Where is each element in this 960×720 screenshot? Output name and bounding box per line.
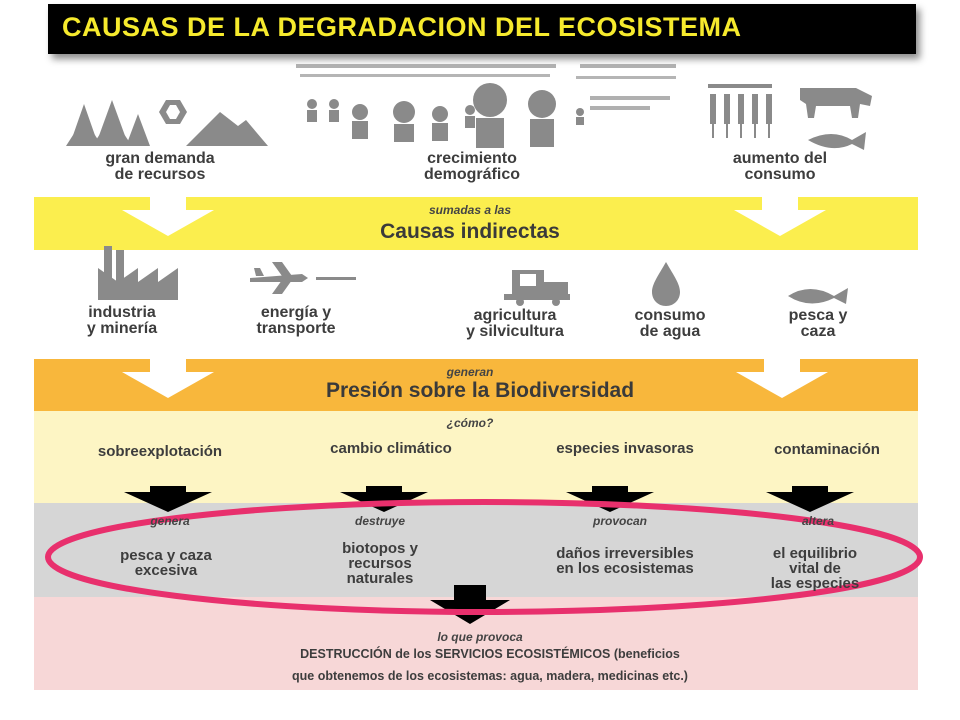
black-arrow-1 xyxy=(124,486,212,512)
band2-question: ¿cómo? xyxy=(446,416,494,430)
airplane-icon xyxy=(250,262,356,294)
white-arrow-left-2 xyxy=(122,358,214,398)
effect-verb-4: altera xyxy=(801,514,835,528)
highlight-ellipse xyxy=(45,499,923,615)
fish-icon xyxy=(788,288,848,304)
pressure-3: especies invasoras xyxy=(556,440,694,457)
wheat-ox-fish-icon xyxy=(708,84,872,150)
trees-hexagon-mountain-icon xyxy=(66,100,268,146)
pressure-2: cambio climático xyxy=(330,440,452,457)
black-arrow-3 xyxy=(566,486,654,512)
band1-small: sumadas a las xyxy=(428,203,512,217)
black-arrow-4 xyxy=(766,486,854,512)
effect-verb-1: genera xyxy=(150,514,190,528)
pressure-4: contaminación xyxy=(774,441,880,458)
page-title: CAUSAS DE LA DEGRADACION DEL ECOSISTEMA xyxy=(62,12,742,42)
bottom-line-1: DESTRUCCIÓN de los SERVICIOS ECOSISTÉMIC… xyxy=(300,647,680,661)
bottom-small: lo que provoca xyxy=(437,630,523,644)
factory-icon xyxy=(98,246,178,300)
water-drop-icon xyxy=(652,262,680,306)
tractor-icon xyxy=(504,270,570,306)
band2-title: Presión sobre la Biodiversidad xyxy=(325,379,635,402)
effect-verb-2: destruye xyxy=(354,514,406,528)
effect-verb-3: provocan xyxy=(592,514,647,528)
band2-small: generan xyxy=(446,365,494,379)
white-arrow-right-2 xyxy=(736,358,828,398)
black-arrow-bottom xyxy=(430,585,510,624)
band1-title: Causas indirectas xyxy=(380,220,560,243)
bottom-line-2: que obtenemos de los ecosistemas: agua, … xyxy=(292,669,688,683)
black-arrow-2 xyxy=(340,486,428,512)
people-crowd-icon xyxy=(296,64,676,148)
title-bar xyxy=(48,4,916,54)
white-arrow-left-1 xyxy=(122,196,214,236)
pressure-1: sobreexplotación xyxy=(97,443,223,460)
white-arrow-right-1 xyxy=(734,196,826,236)
